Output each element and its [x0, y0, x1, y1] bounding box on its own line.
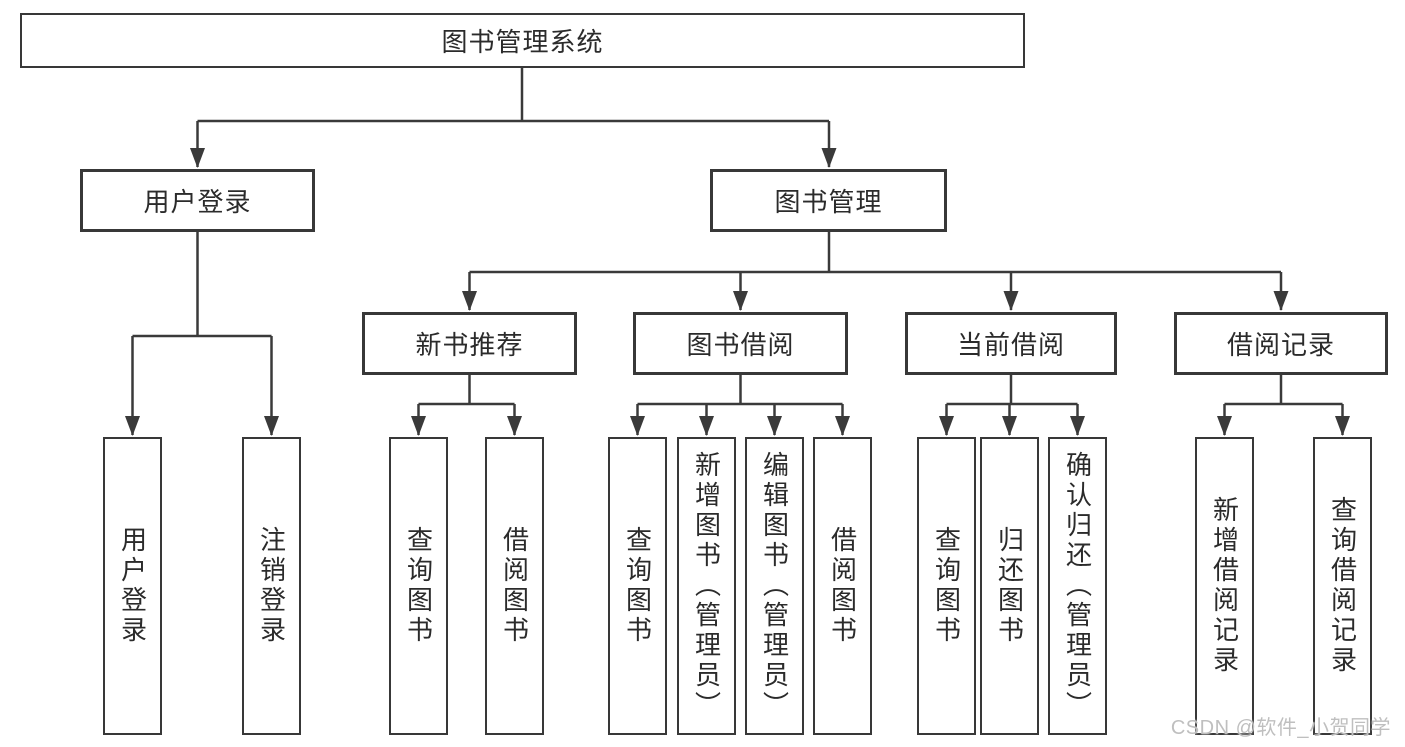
node-user-login: 用户登录 [80, 169, 315, 232]
leaf-label: 确认归还（管理员） [1062, 451, 1093, 721]
leaf-return-books: 归还图书 [980, 437, 1039, 735]
leaf-label: 查询图书 [403, 526, 434, 646]
leaf-confirm-return-admin: 确认归还（管理员） [1048, 437, 1107, 735]
leaf-edit-books-admin: 编辑图书（管理员） [745, 437, 804, 735]
node-book-management: 图书管理 [710, 169, 947, 232]
leaf-label: 查询图书 [931, 526, 962, 646]
leaf-recommend-borrow-books: 借阅图书 [485, 437, 544, 735]
node-book-borrow: 图书借阅 [633, 312, 848, 375]
node-root-system: 图书管理系统 [20, 13, 1025, 68]
leaf-label: 借阅图书 [827, 526, 858, 646]
node-label: 用户登录 [143, 187, 252, 217]
leaf-query-borrow-record: 查询借阅记录 [1313, 437, 1372, 735]
leaf-recommend-query-books: 查询图书 [389, 437, 448, 735]
leaf-add-borrow-record: 新增借阅记录 [1195, 437, 1254, 735]
leaf-current-query-books: 查询图书 [917, 437, 976, 735]
node-borrow-records: 借阅记录 [1174, 312, 1388, 375]
node-label: 图书借阅 [686, 330, 795, 360]
leaf-label: 查询图书 [622, 526, 653, 646]
node-label: 图书管理系统 [441, 27, 604, 57]
leaf-label: 借阅图书 [499, 526, 530, 646]
leaf-label: 用户登录 [117, 526, 148, 646]
leaf-label: 注销登录 [256, 526, 287, 646]
leaf-label: 查询借阅记录 [1327, 496, 1358, 676]
csdn-watermark: CSDN @软件_小贺同学 [1170, 717, 1391, 739]
leaf-borrow-query-books: 查询图书 [608, 437, 667, 735]
leaf-label: 新增图书（管理员） [691, 451, 722, 721]
node-label: 当前借阅 [956, 330, 1065, 360]
node-label: 图书管理 [774, 187, 883, 217]
leaf-label: 新增借阅记录 [1209, 496, 1240, 676]
leaf-logout: 注销登录 [242, 437, 301, 735]
leaf-label: 归还图书 [994, 526, 1025, 646]
leaf-borrow-books: 借阅图书 [813, 437, 872, 735]
leaf-add-books-admin: 新增图书（管理员） [677, 437, 736, 735]
leaf-label: 编辑图书（管理员） [759, 451, 790, 721]
node-current-borrow: 当前借阅 [905, 312, 1117, 375]
leaf-user-login: 用户登录 [103, 437, 162, 735]
node-label: 新书推荐 [415, 330, 524, 360]
node-label: 借阅记录 [1226, 330, 1335, 360]
node-new-book-recommend: 新书推荐 [362, 312, 577, 375]
